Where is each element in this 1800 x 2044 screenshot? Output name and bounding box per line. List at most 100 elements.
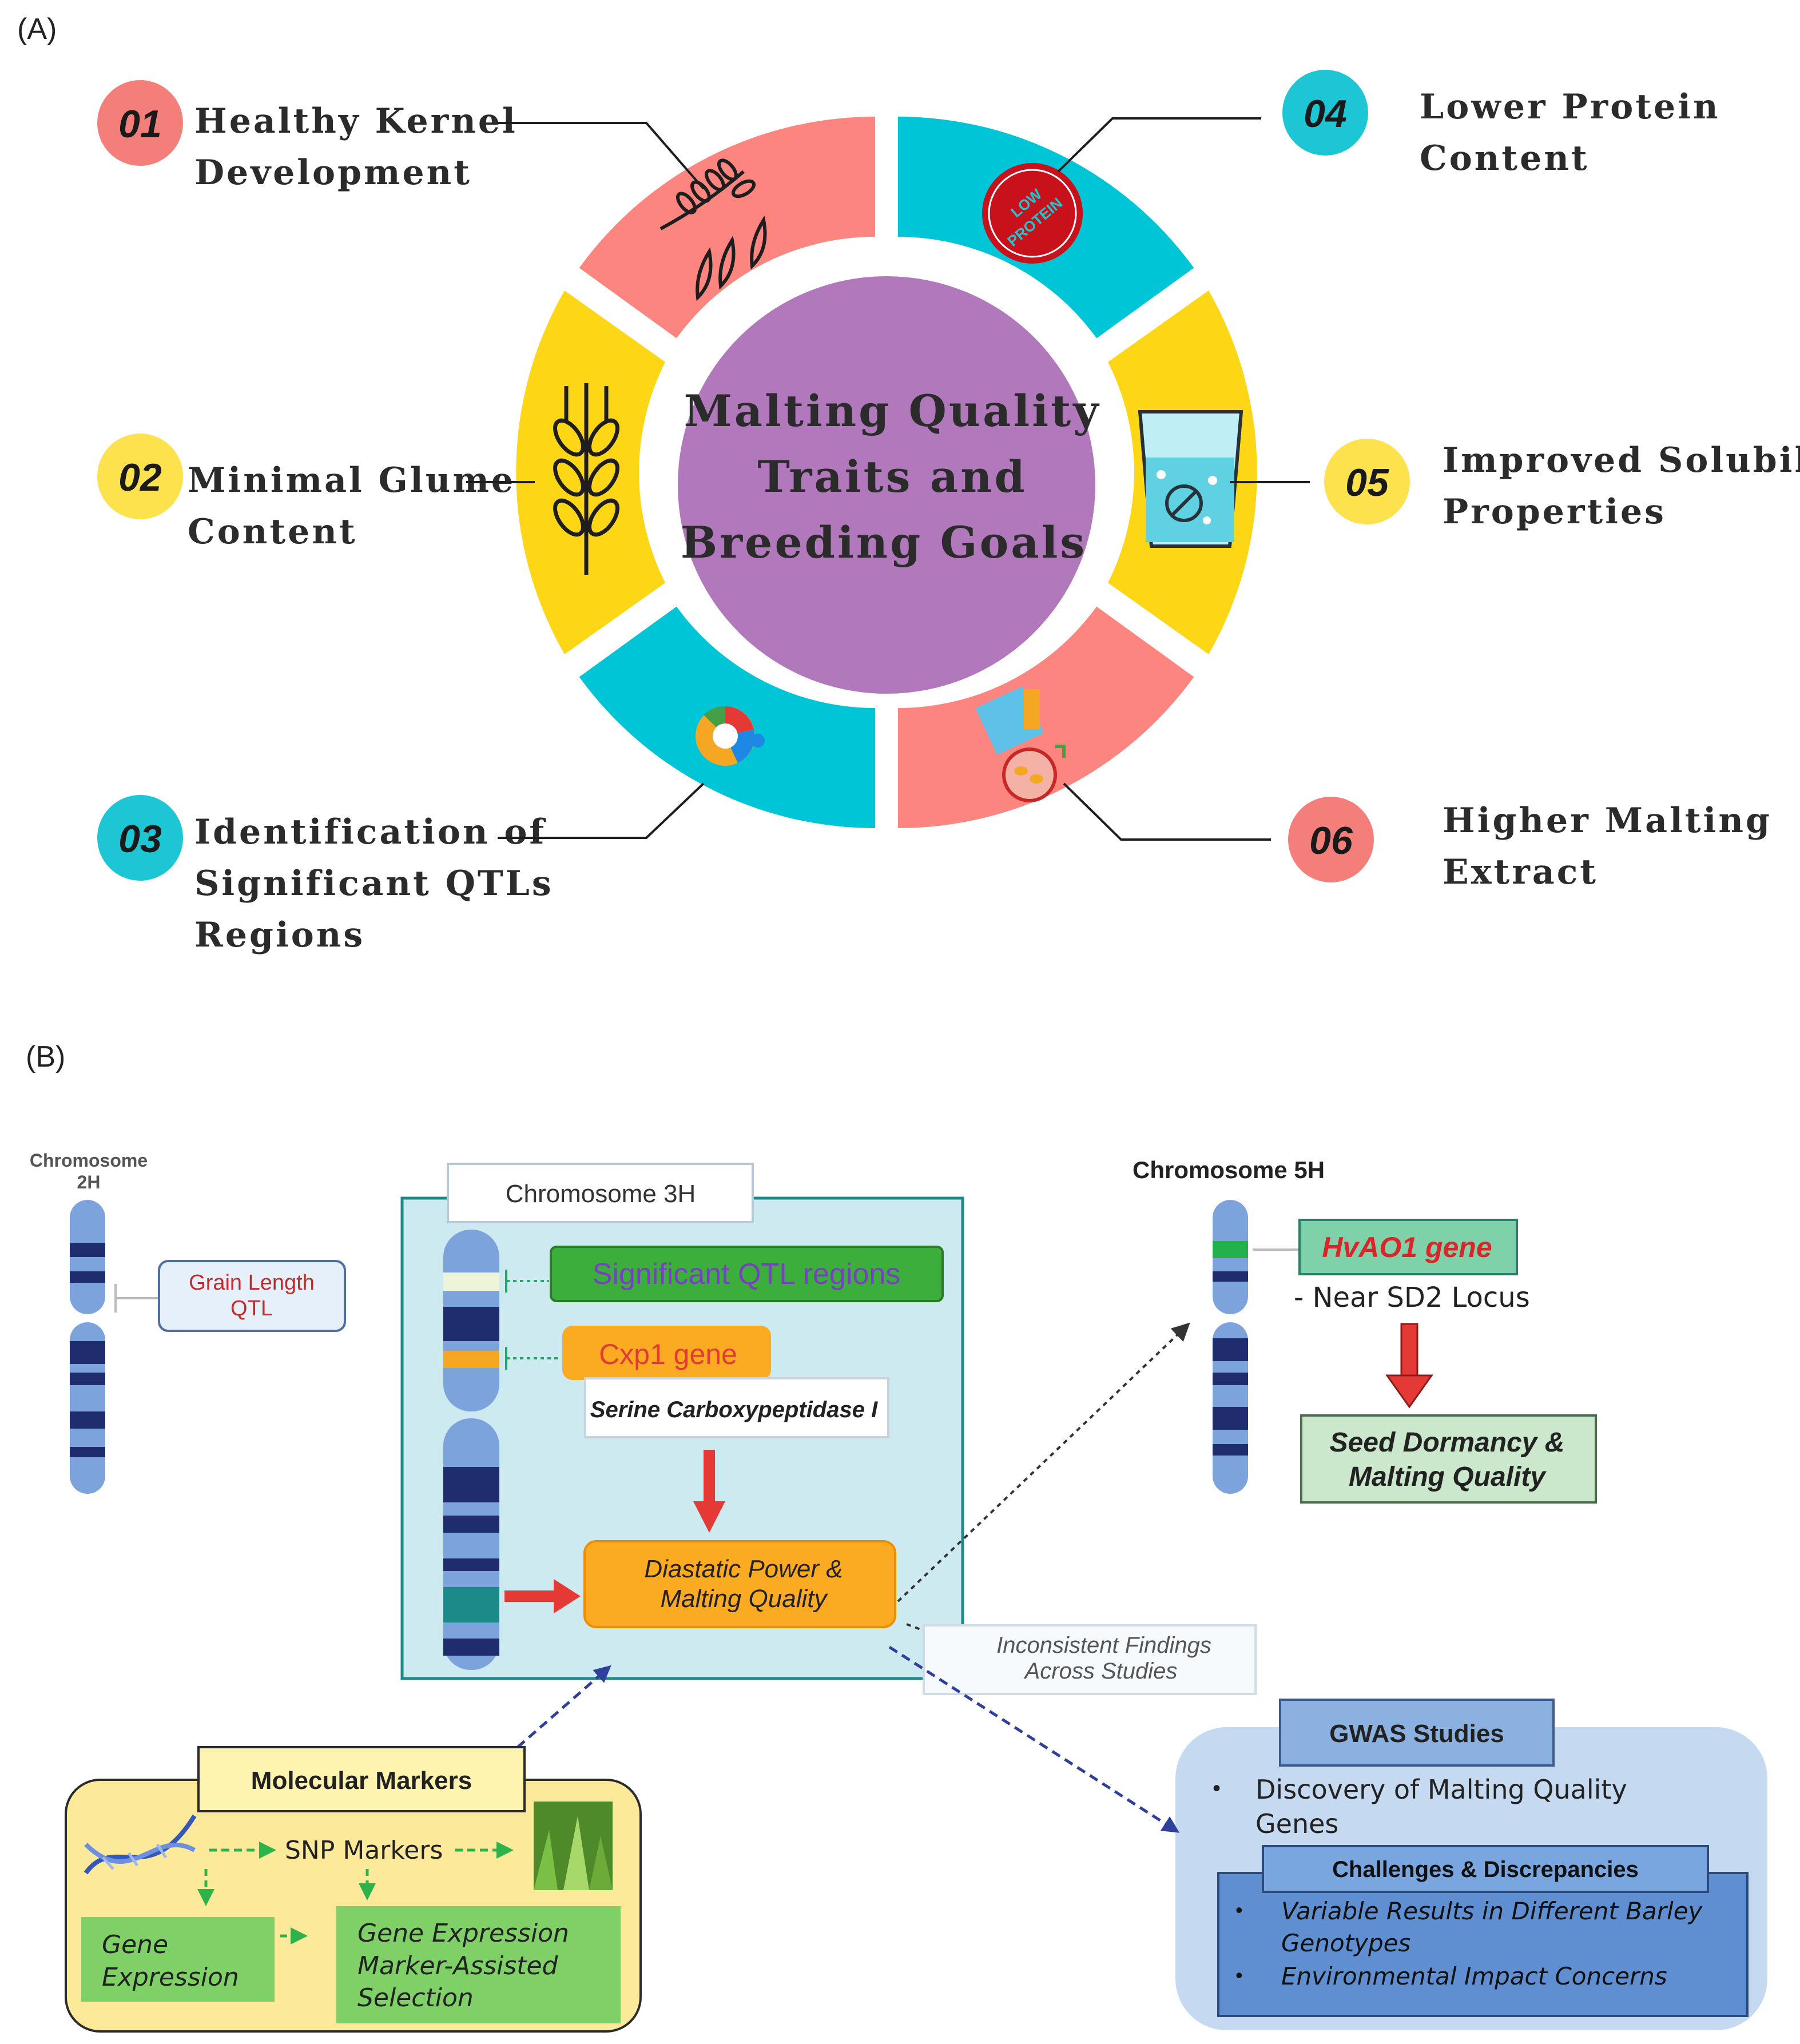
goal-04-number: 04 bbox=[1304, 92, 1347, 136]
chr2h-title-line-1: Chromosome bbox=[30, 1150, 148, 1171]
panel-a-label: (A) bbox=[17, 13, 57, 46]
goal-02-number: 02 bbox=[118, 456, 162, 499]
goal-01-number: 01 bbox=[118, 102, 162, 146]
mas-line-3: Selection bbox=[357, 1983, 474, 2013]
grain-length-qtl-box bbox=[158, 1260, 346, 1332]
goal-05-label-line-1: Improved Solubilit bbox=[1443, 440, 1800, 480]
leader-lines bbox=[466, 117, 1310, 841]
goal-03-label-line-2: Significant QTLs bbox=[194, 864, 554, 904]
gwas-title-box bbox=[1279, 1699, 1555, 1767]
diastatic-power-box bbox=[583, 1540, 896, 1628]
molecular-markers-title: Molecular Markers bbox=[251, 1767, 472, 1795]
goal-01-circle bbox=[97, 80, 183, 166]
wheat-grains-icon bbox=[659, 158, 767, 301]
goal-04-circle bbox=[1282, 70, 1368, 156]
cxp1-gene-label: Cxp1 gene bbox=[599, 1338, 737, 1370]
challenges-title: Challenges & Discrepancies bbox=[1332, 1857, 1639, 1882]
water-glass-icon bbox=[1138, 410, 1243, 548]
malt-extract-icon bbox=[975, 686, 1066, 802]
center-title-line-3: Breeding Goals bbox=[681, 517, 1087, 568]
mas-line-1: Gene Expression bbox=[357, 1919, 569, 1948]
red-arrow-down-5h bbox=[1385, 1323, 1433, 1409]
grain-length-line-2: QTL bbox=[231, 1297, 273, 1321]
challenge-2-marker: • bbox=[1235, 1963, 1243, 1987]
seed-dormancy-line-2: Malting Quality bbox=[1349, 1462, 1547, 1492]
goal-06-number: 06 bbox=[1309, 819, 1353, 862]
snp-markers-label: SNP Markers bbox=[285, 1836, 443, 1865]
serine-label: Serine Carboxypeptidase I bbox=[590, 1397, 878, 1422]
ring-segment-02 bbox=[516, 291, 665, 654]
challenge-2-line-1: Environmental Impact Concerns bbox=[1281, 1962, 1667, 1990]
gwas-title: GWAS Studies bbox=[1329, 1720, 1504, 1748]
panel-b-label: (B) bbox=[26, 1040, 65, 1073]
goal-05-circle bbox=[1324, 439, 1410, 524]
dotted-arrow-to-5h bbox=[897, 1322, 1190, 1602]
qtl-pie-chart-icon bbox=[696, 706, 765, 766]
inconsistent-line-2: Across Studies bbox=[1024, 1659, 1178, 1684]
gene-expression-line-2: Expression bbox=[102, 1963, 239, 1992]
goal-06-label-line-1: Higher Malting bbox=[1443, 801, 1772, 841]
challenges-panel bbox=[1217, 1872, 1749, 2017]
goal-02-circle bbox=[97, 434, 183, 519]
grain-length-line-1: Grain Length bbox=[189, 1271, 315, 1295]
inconsistent-findings-box bbox=[923, 1624, 1257, 1695]
diastatic-line-1: Diastatic Power & bbox=[644, 1555, 843, 1583]
seed-dormancy-box bbox=[1300, 1414, 1597, 1504]
gwas-bullet-line-2: Genes bbox=[1255, 1808, 1338, 1839]
goal-02-label-line-1: Minimal Glume bbox=[188, 460, 515, 500]
chr2h-title-line-2: 2H bbox=[77, 1172, 101, 1192]
gwas-bullet-marker: • bbox=[1213, 1776, 1221, 1801]
inconsistent-line-1: Inconsistent Findings bbox=[996, 1633, 1211, 1658]
challenge-1-marker: • bbox=[1235, 1898, 1243, 1922]
low-protein-badge-icon bbox=[982, 163, 1083, 264]
red-arrow-right-3h bbox=[504, 1579, 581, 1613]
significant-qtl-box bbox=[550, 1246, 944, 1302]
barley-stalk-icon bbox=[553, 383, 619, 575]
gene-expression-box bbox=[81, 1917, 275, 2002]
barley-field-photo-icon bbox=[534, 1802, 613, 1890]
challenges-title-box bbox=[1262, 1845, 1709, 1893]
goal-03-label-line-1: Identification of bbox=[194, 812, 546, 852]
goal-03-number: 03 bbox=[118, 817, 162, 861]
dashed-arrow-to-gwas bbox=[888, 1645, 1180, 1833]
center-title-line-1: Malting Quality bbox=[684, 385, 1101, 436]
hvao1-gene-box bbox=[1298, 1219, 1518, 1275]
ring-segment-06 bbox=[898, 606, 1194, 828]
goal-06-circle bbox=[1288, 797, 1374, 882]
red-arrow-down-3h bbox=[693, 1450, 725, 1533]
goal-04-label-line-1: Lower Protein bbox=[1420, 87, 1720, 127]
goal-03-circle bbox=[97, 795, 183, 881]
chromosome-3h bbox=[443, 1230, 499, 1670]
challenge-1-line-1: Variable Results in Different Barley bbox=[1281, 1897, 1703, 1925]
molecular-markers-title-box bbox=[197, 1746, 526, 1812]
gene-expression-line-1: Gene bbox=[102, 1930, 168, 1959]
chr5h-title: Chromosome 5H bbox=[1133, 1156, 1325, 1183]
goal-01-label-line-1: Healthy Kernel bbox=[194, 101, 518, 141]
dashed-arrow-to-3h bbox=[516, 1665, 611, 1748]
challenge-1-line-2: Genotypes bbox=[1281, 1929, 1410, 1957]
gwas-bullet-line-1: Discovery of Malting Quality bbox=[1255, 1774, 1627, 1805]
chromosome-5h bbox=[1213, 1200, 1248, 1494]
diastatic-line-2: Malting Quality bbox=[660, 1585, 828, 1613]
seed-dormancy-line-1: Seed Dormancy & bbox=[1330, 1427, 1565, 1458]
goal-04-label-line-2: Content bbox=[1420, 138, 1590, 178]
goal-05-label-line-2: Properties bbox=[1443, 492, 1666, 532]
significant-qtl-label: Significant QTL regions bbox=[593, 1258, 901, 1291]
hvao1-gene-label: HvAO1 gene bbox=[1322, 1231, 1492, 1263]
ring-segment-01 bbox=[579, 117, 875, 339]
goal-03-label-line-3: Regions bbox=[194, 915, 365, 955]
mas-box bbox=[336, 1906, 621, 2023]
chr3h-title: Chromosome 3H bbox=[506, 1180, 696, 1208]
serine-box bbox=[584, 1377, 889, 1438]
center-title-line-2: Traits and bbox=[757, 451, 1027, 502]
goal-06-label-line-2: Extract bbox=[1443, 852, 1598, 892]
goal-05-number: 05 bbox=[1345, 461, 1389, 504]
near-sd2-label: - Near SD2 Locus bbox=[1294, 1282, 1530, 1314]
mas-line-2: Marker-Assisted bbox=[357, 1951, 559, 1981]
goal-01-label-line-2: Development bbox=[194, 153, 472, 193]
dna-helix-icon bbox=[84, 1814, 197, 1875]
chromosome-2h bbox=[70, 1200, 105, 1494]
center-circle bbox=[678, 276, 1095, 694]
chr3h-title-box bbox=[447, 1163, 754, 1223]
